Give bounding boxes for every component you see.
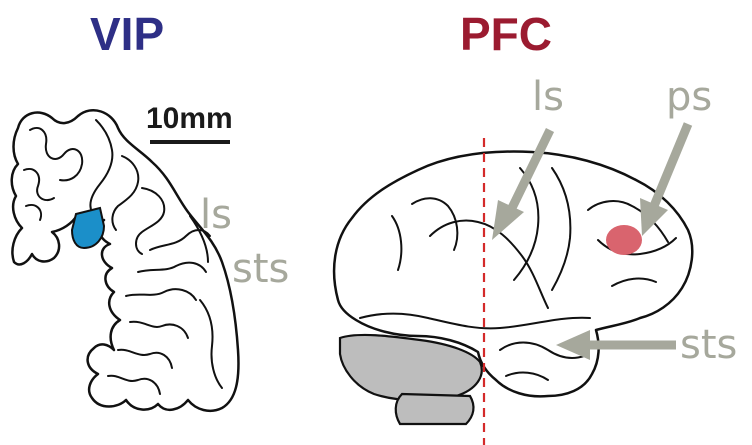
brainstem: [396, 394, 474, 424]
inferior-temporal-sulcus: [506, 373, 548, 380]
pfc-sts-label: sts: [680, 322, 737, 368]
sylvian-fissure: [360, 314, 590, 329]
coronal-section: [12, 110, 239, 411]
vip-ls-label: ls: [200, 192, 232, 238]
vip-title: VIP: [90, 8, 164, 60]
vip-panel: VIP 10mm ls sts: [12, 8, 290, 411]
sts-arrow: [556, 330, 676, 360]
intraparietal-sulcus: [430, 221, 548, 308]
pfc-ps-label: ps: [666, 74, 712, 120]
cerebellum: [340, 335, 482, 400]
ls-arrow: [492, 130, 550, 240]
pfc-ls-label: ls: [532, 74, 564, 120]
pfc-panel: PFC: [334, 8, 737, 445]
scale-bar-label: 10mm: [146, 102, 233, 135]
vip-sts-label: sts: [232, 246, 289, 292]
arcuate-sulcus: [552, 168, 570, 290]
occipital-sulcus: [392, 216, 401, 270]
vip-region: [72, 208, 104, 248]
pfc-title: PFC: [460, 8, 552, 60]
orbital-sulcus: [612, 279, 656, 286]
pfc-region: [606, 225, 642, 255]
